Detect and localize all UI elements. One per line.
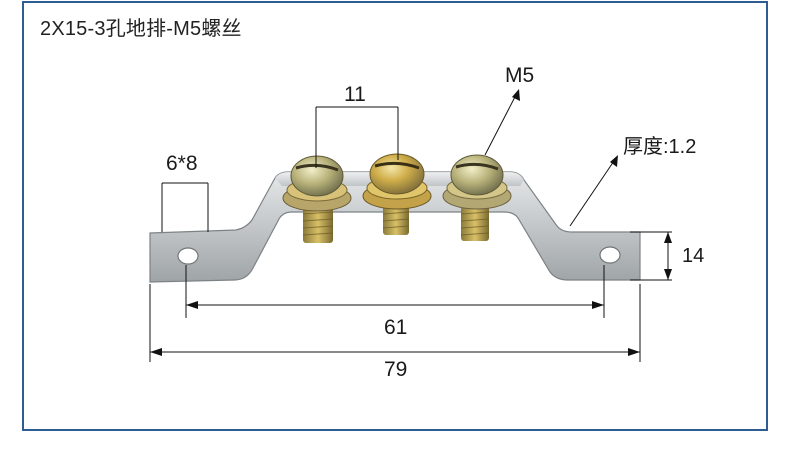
height-label: 14	[682, 245, 705, 267]
product-title: 2X15-3孔地排-M5螺丝	[40, 18, 242, 40]
screw-middle	[362, 153, 432, 210]
right-mounting-hole	[599, 246, 621, 264]
dimension-arrowheads	[150, 89, 672, 356]
hole-spacing-label: 61	[384, 316, 408, 339]
screw-threads	[302, 205, 490, 243]
screw-right	[442, 154, 512, 210]
left-mounting-hole	[177, 247, 199, 265]
overall-length-label: 79	[384, 358, 408, 381]
slot-size-label: 6*8	[166, 152, 198, 175]
thickness-label: 厚度:1.2	[623, 136, 697, 158]
pitch-label: 11	[344, 83, 366, 106]
screw-spec-label: M5	[505, 64, 535, 87]
dimension-lines	[149, 92, 672, 362]
screw-left	[282, 155, 352, 212]
